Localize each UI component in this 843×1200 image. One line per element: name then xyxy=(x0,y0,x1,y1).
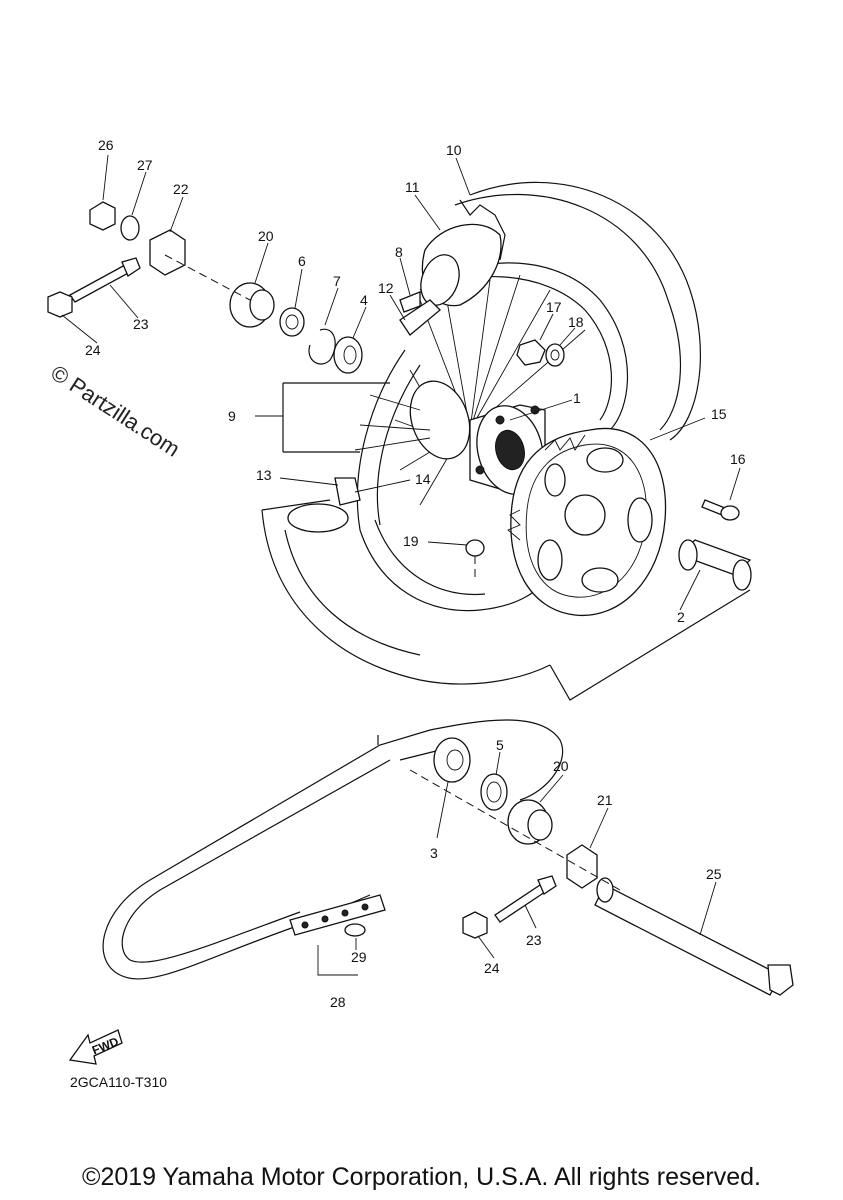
callout-18: 18 xyxy=(568,314,584,330)
circlip xyxy=(308,328,336,365)
callout-1: 1 xyxy=(573,390,581,406)
callout-7: 7 xyxy=(333,273,341,289)
oil-seal xyxy=(279,307,305,337)
callout-29: 29 xyxy=(351,949,367,965)
spoke-set-bracket xyxy=(282,382,431,453)
wheel-axle xyxy=(594,877,794,996)
fwd-label: FWD xyxy=(90,1034,121,1057)
callout-17: 17 xyxy=(546,299,562,315)
washer-27 xyxy=(120,215,140,241)
copyright-notice: ©2019 Yamaha Motor Corporation, U.S.A. A… xyxy=(82,1163,761,1191)
callout-12: 12 xyxy=(378,280,394,296)
callout-24b: 24 xyxy=(484,960,500,976)
leader-lines xyxy=(61,154,741,976)
nut-26 xyxy=(89,201,116,231)
callout-10: 10 xyxy=(446,142,462,158)
nut-24-lower xyxy=(462,911,488,939)
callout-9: 9 xyxy=(228,408,236,424)
callout-23a: 23 xyxy=(133,316,149,332)
sprocket-washer xyxy=(545,343,565,367)
callout-15: 15 xyxy=(711,406,727,422)
callout-8: 8 xyxy=(395,244,403,260)
drive-chain xyxy=(102,719,564,980)
valve xyxy=(399,291,421,313)
adjust-bolt-upper xyxy=(69,257,141,303)
callout-25: 25 xyxy=(706,866,722,882)
callout-16: 16 xyxy=(730,451,746,467)
callout-11: 11 xyxy=(405,179,420,195)
adjust-bolt-lower xyxy=(494,875,557,923)
callout-21: 21 xyxy=(597,792,613,808)
callout-19: 19 xyxy=(403,533,419,549)
callout-2: 2 xyxy=(677,609,685,625)
tire xyxy=(261,181,751,701)
callout-3: 3 xyxy=(430,845,438,861)
chain-clip xyxy=(344,923,366,937)
callout-23b: 23 xyxy=(526,932,542,948)
sprocket-bolt xyxy=(701,499,740,521)
callout-14: 14 xyxy=(415,471,431,487)
tube xyxy=(420,223,502,307)
bearing-upper xyxy=(333,336,363,374)
callout-20b: 20 xyxy=(553,758,569,774)
sprocket xyxy=(507,427,667,617)
nut-24-upper xyxy=(47,291,73,318)
callout-26: 26 xyxy=(98,137,114,153)
chain-puller-upper xyxy=(149,229,186,276)
callout-27: 27 xyxy=(137,157,153,173)
chain-joint xyxy=(289,894,386,936)
callout-13: 13 xyxy=(256,467,272,483)
callout-6: 6 xyxy=(298,253,306,269)
collar-lower xyxy=(507,799,553,845)
diagram-code: 2GCA110-T310 xyxy=(70,1074,168,1090)
callout-5: 5 xyxy=(496,737,504,753)
bearing-lower xyxy=(433,737,471,783)
callout-24a: 24 xyxy=(85,342,101,358)
fwd-arrow-icon: FWD xyxy=(68,1029,123,1065)
part-19 xyxy=(465,539,485,578)
oil-seal-lower xyxy=(480,773,508,811)
callout-20a: 20 xyxy=(258,228,274,244)
collar-upper xyxy=(229,282,275,328)
collar xyxy=(678,539,752,591)
sprocket-nut xyxy=(516,339,546,366)
callout-4: 4 xyxy=(360,292,368,308)
callouts: 1 2 3 4 5 6 7 8 9 10 11 12 13 14 15 16 1… xyxy=(85,137,746,1010)
caliper-bracket xyxy=(287,477,361,533)
chain-puller-lower xyxy=(566,844,598,889)
callout-28: 28 xyxy=(330,994,346,1010)
callout-22: 22 xyxy=(173,181,189,197)
